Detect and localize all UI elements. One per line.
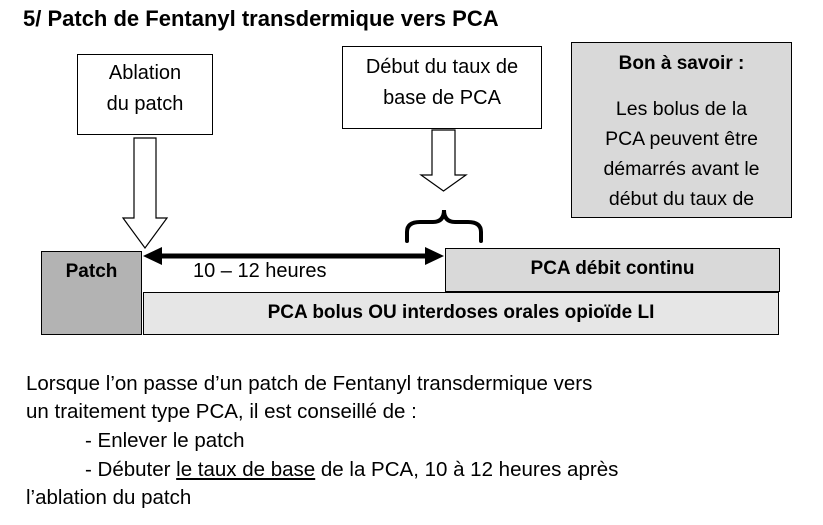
ablation-down-arrow-icon: [121, 137, 169, 250]
pca-continuous-bar: PCA débit continu: [445, 248, 780, 292]
duration-arrow-left-head-icon: [143, 247, 162, 265]
debut-taux-callout-line1: Début du taux de: [365, 56, 519, 78]
info-box: Bon à savoir : Les bolus de la PCA peuve…: [571, 42, 792, 218]
curly-brace-icon: [405, 209, 483, 243]
bullet-remove-patch: - Enlever le patch: [85, 429, 245, 452]
debut-taux-callout: Début du taux de base de PCA: [342, 46, 542, 129]
bullet-prefix: - Débuter: [85, 458, 177, 481]
info-box-title: Bon à savoir :: [618, 53, 745, 74]
underlined-term: le taux de base: [176, 458, 316, 481]
explanation-line: l’ablation du patch: [26, 486, 192, 509]
info-box-line: début du taux de: [608, 188, 755, 210]
patch-bar: Patch: [41, 251, 142, 335]
ablation-callout-line2: du patch: [106, 93, 184, 115]
info-box-line: Les bolus de la: [615, 98, 748, 120]
pca-bolus-bar: PCA bolus OU interdoses orales opioïde L…: [143, 292, 779, 335]
ablation-callout: Ablation du patch: [77, 54, 213, 135]
explanation-line: un traitement type PCA, il est conseillé…: [26, 400, 417, 423]
explanation-line: Lorsque l’on passe d’un patch de Fentany…: [26, 372, 593, 395]
debut-taux-callout-line2: base de PCA: [383, 87, 501, 109]
duration-label: 10 – 12 heures: [193, 260, 327, 282]
info-box-line: démarrés avant le: [603, 158, 760, 180]
page-title: 5/ Patch de Fentanyl transdermique vers …: [23, 6, 499, 31]
bullet-start-basal-rate: - Débuter le taux de base de la PCA, 10 …: [85, 456, 618, 485]
bullet-suffix: de la PCA, 10 à 12 heures après: [315, 458, 619, 481]
ablation-callout-line1: Ablation: [108, 62, 182, 84]
duration-arrow-right-head-icon: [425, 247, 444, 265]
info-box-body: Les bolus de la PCA peuvent être démarré…: [572, 94, 791, 214]
debut-down-arrow-icon: [419, 129, 468, 192]
info-box-line: PCA peuvent être: [605, 128, 758, 150]
